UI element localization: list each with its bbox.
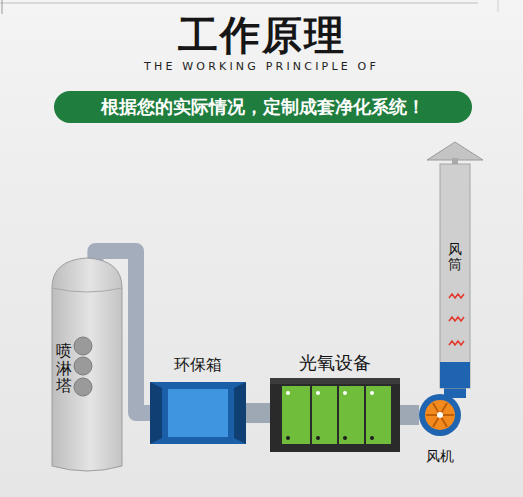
- panel-bolt: [343, 436, 347, 440]
- box-panel: [168, 389, 228, 437]
- diagram-title: 工作原理: [0, 8, 523, 63]
- panel-bolt: [286, 391, 290, 395]
- heat-mark: [449, 317, 464, 321]
- part-label: 喷淋塔: [56, 342, 72, 395]
- box-flange: [234, 382, 246, 444]
- green-panel: [366, 386, 391, 444]
- unit-frame: [270, 378, 400, 452]
- box-flange: [150, 382, 162, 444]
- unit-top: [270, 378, 400, 384]
- chimney: 风筒: [425, 138, 485, 388]
- part-label: 风机: [417, 448, 463, 466]
- green-panel: [282, 386, 310, 444]
- part-label: 光氧设备: [268, 351, 402, 375]
- panel-bolt: [370, 391, 374, 395]
- spray-nozzle: [74, 357, 92, 375]
- banner-fill: [54, 91, 472, 123]
- banner-text: 根据您的实际情况，定制成套净化系统！: [54, 91, 472, 123]
- heat-mark: [449, 294, 464, 298]
- subtitle-text: THE WORKING PRINCIPLE OF: [0, 60, 523, 73]
- panel-bolt: [286, 436, 290, 440]
- panel-bolt: [316, 391, 320, 395]
- chimney-body: [440, 164, 470, 388]
- fan-hub: [437, 412, 443, 418]
- fan: 风机: [417, 392, 463, 474]
- panel-bolt: [370, 436, 374, 440]
- spray-nozzle: [74, 378, 92, 396]
- top-rule: [0, 3, 478, 4]
- box-frame: [150, 382, 246, 444]
- panel-bolt: [343, 391, 347, 395]
- label-layer: THE WORKING PRINCIPLE OF: [0, 60, 523, 73]
- fan-housing: [419, 394, 461, 436]
- corner-mark: [498, 0, 499, 12]
- part-label: 风筒: [448, 242, 462, 273]
- tower-body: [52, 258, 122, 471]
- chimney-cap: [427, 142, 483, 160]
- green-panel: [312, 386, 337, 444]
- fan-wheel: [425, 400, 455, 430]
- green-panel: [339, 386, 364, 444]
- chimney-base: [440, 362, 470, 388]
- uv-oxygen-unit: 光氧设备: [268, 350, 402, 454]
- tower-dome-line: [52, 288, 122, 292]
- corner-mark: [2, 0, 3, 14]
- spray-nozzle: [74, 337, 92, 355]
- duct-pipe: [400, 405, 419, 425]
- spray-tower: 喷淋塔: [50, 254, 124, 474]
- part-label: 环保箱: [148, 355, 248, 376]
- duct-pipe: [246, 403, 270, 423]
- heat-mark: [449, 341, 464, 345]
- panel-bolt: [316, 436, 320, 440]
- chimney-post: [452, 158, 458, 164]
- banner-pill: 根据您的实际情况，定制成套净化系统！: [54, 91, 472, 123]
- env-box: 环保箱: [148, 352, 248, 446]
